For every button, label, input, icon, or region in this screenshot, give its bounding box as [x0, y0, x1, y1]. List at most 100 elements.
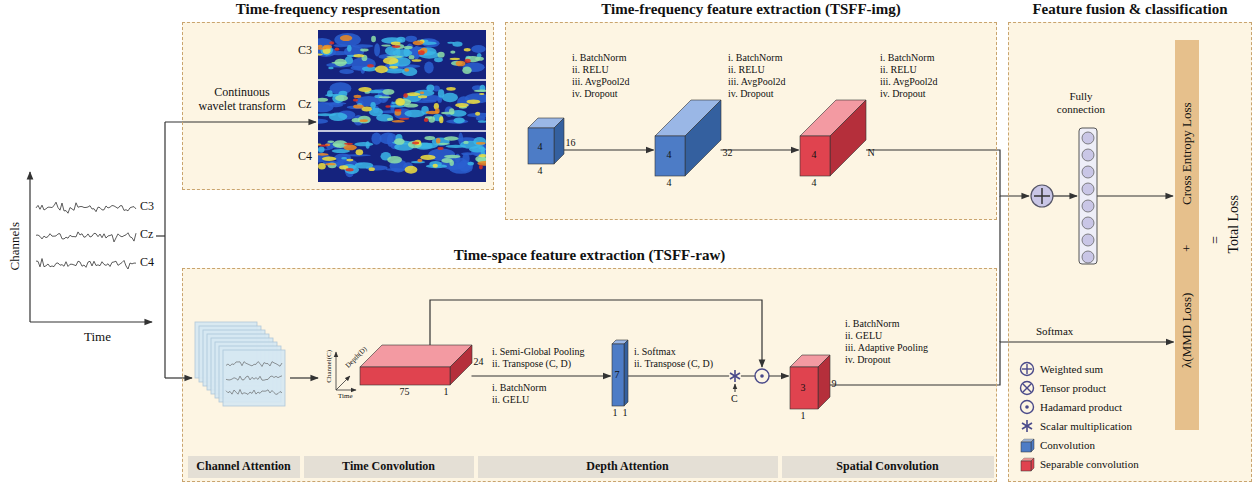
legend-text: Scalar multiplication — [1040, 419, 1132, 433]
drawing-part — [463, 141, 469, 144]
drawing-part — [396, 99, 411, 106]
drawing-part — [360, 367, 450, 385]
panel-heading: Feature fusion & classification — [969, 1, 1255, 18]
drawing-part — [318, 98, 328, 102]
drawing-part — [554, 118, 564, 164]
drawing-part — [325, 163, 336, 165]
drawing-part — [406, 92, 420, 96]
drawing-part — [434, 57, 443, 62]
drawing-part — [1022, 423, 1032, 429]
drawing-part — [466, 99, 480, 104]
tensor-block: 75124 — [360, 345, 472, 385]
annotation-label: ii. GELU — [845, 330, 882, 342]
loss-box: λ(MMD Loss)+Cross Entropy Loss — [1175, 40, 1199, 430]
dimension-label: 9 — [832, 379, 837, 389]
stage-name: Spatial Convolution — [836, 459, 938, 474]
drawing-part — [381, 44, 390, 46]
stage-band: Time Convolution — [304, 456, 474, 478]
drawing-part — [1021, 401, 1034, 414]
dimension-label: 75 — [400, 387, 410, 397]
legend-cube — [1021, 439, 1034, 452]
drawing-part — [382, 89, 394, 95]
drawing-part — [408, 141, 422, 149]
drawing-part — [818, 355, 830, 409]
tensor-block: 44N — [800, 100, 866, 176]
legend-swatch — [1018, 418, 1036, 434]
drawing-part — [392, 45, 401, 48]
drawing-part — [360, 49, 368, 52]
legend-text: Hadamard product — [1040, 400, 1122, 414]
drawing-part — [424, 118, 429, 122]
drawing-part — [419, 47, 437, 55]
legend-text: Convolution — [1040, 438, 1095, 452]
drawing-part — [346, 159, 353, 162]
drawing-part — [444, 155, 460, 158]
drawing-part — [354, 95, 362, 98]
drawing-part — [339, 69, 354, 74]
drawing-part — [354, 142, 373, 146]
dimension-label: 1 — [613, 408, 618, 418]
stage-band: Spatial Convolution — [782, 456, 994, 478]
eeg-traces — [36, 202, 136, 269]
drawing-part — [1021, 382, 1034, 395]
panel-ground — [182, 268, 997, 482]
annotation-label: Depth(D) — [344, 345, 369, 370]
dimension-label: 1 — [444, 387, 449, 397]
drawing-part — [389, 66, 398, 69]
drawing-part — [358, 116, 371, 124]
cube-shape — [790, 355, 830, 409]
drawing-part — [1082, 217, 1094, 229]
drawing-part — [347, 45, 352, 52]
stage-band: Channel Attention — [188, 456, 300, 478]
hadamard-symbol — [755, 369, 769, 383]
annotation-label: iii. AvgPool2d — [880, 76, 938, 88]
drawing-part — [446, 87, 456, 91]
drawing-part — [800, 136, 830, 176]
drawing-part — [418, 95, 427, 98]
panel-ground — [182, 22, 494, 190]
drawing-part — [454, 117, 465, 123]
annotation-label: Channel(C) — [325, 350, 333, 383]
drawing-part — [340, 35, 352, 41]
drawing-part — [475, 57, 484, 61]
drawing-part — [223, 350, 285, 406]
drawing-part — [345, 168, 353, 171]
drawing-part — [328, 141, 335, 143]
annotation-label: = — [1208, 236, 1224, 244]
annotation-label: i. Softmax — [634, 346, 676, 358]
drawing-part — [344, 46, 364, 57]
annotation-label: Time — [338, 392, 353, 400]
drawing-part — [318, 163, 326, 170]
drawing-part — [418, 50, 425, 55]
annotation-label: ii. Transpose (C, D) — [634, 358, 713, 370]
drawing-part — [1031, 439, 1034, 452]
dimension-label: 4 — [667, 150, 672, 160]
drawing-part — [412, 142, 419, 145]
panel-heading: Time-frequency respresentation — [143, 1, 533, 18]
drawing-part — [624, 340, 628, 406]
annotation-label: i. BatchNorm — [845, 318, 899, 330]
dimension-label: 4 — [812, 150, 817, 160]
annotation-label: ii. RELU — [880, 64, 917, 76]
drawing-part — [426, 111, 439, 114]
cube-shape — [360, 345, 472, 385]
drawing-part — [437, 52, 444, 58]
scalar-input — [735, 384, 736, 392]
legend-text: Separable convolution — [1040, 457, 1139, 471]
drawing-part — [433, 164, 438, 168]
annotation-label: Continuous wavelet transform — [196, 86, 288, 114]
loss-term: + — [1179, 244, 1195, 251]
drawing-part — [685, 100, 721, 176]
drawing-part — [318, 45, 323, 48]
annotation-label: ii. RELU — [572, 64, 609, 76]
drawing-part — [385, 105, 390, 107]
drawing-part — [395, 109, 402, 112]
drawing-part — [395, 110, 402, 116]
drawing-part — [469, 146, 486, 152]
drawing-part — [528, 128, 554, 164]
dimension-label: 1 — [801, 411, 806, 421]
drawing-part — [449, 160, 454, 166]
legend-swatch — [1018, 380, 1036, 396]
stage-band: Depth Attention — [478, 456, 778, 478]
drawing-part — [420, 91, 424, 94]
